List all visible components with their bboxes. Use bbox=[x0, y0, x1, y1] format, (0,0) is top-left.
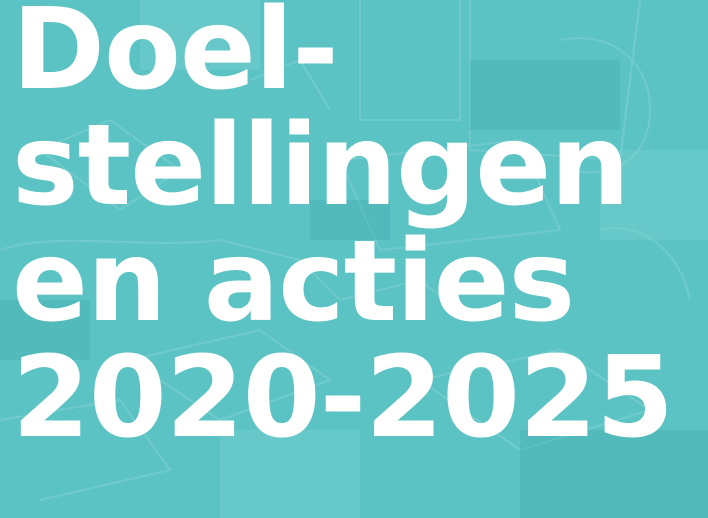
title-line-1: Doel- bbox=[12, 0, 339, 115]
title-line-4: 2020-2025 bbox=[12, 333, 674, 463]
page-title: Doel- stellingen en acties 2020-2025 bbox=[12, 0, 674, 463]
title-line-2: stellingen bbox=[12, 101, 630, 231]
title-line-3: en acties bbox=[12, 217, 575, 347]
